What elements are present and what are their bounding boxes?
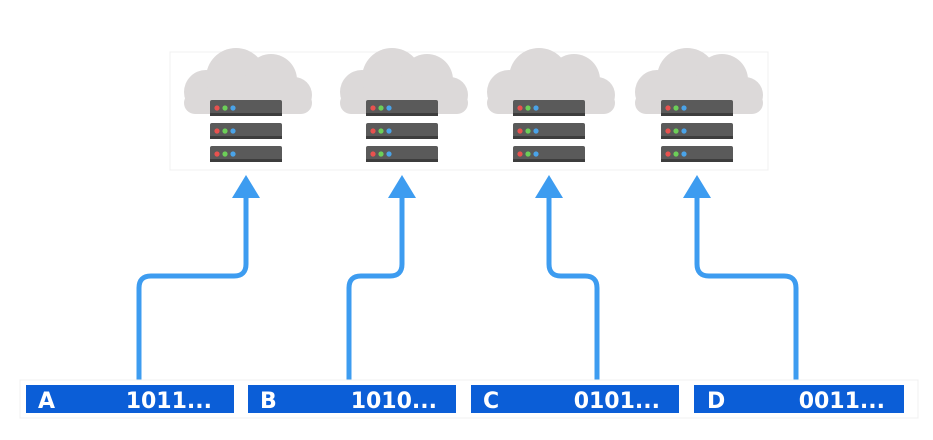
arrow-shard-c xyxy=(546,191,600,385)
arrow-up-icon xyxy=(232,175,260,198)
shard-label: A xyxy=(38,389,55,414)
routing-arrows xyxy=(136,191,799,385)
server-node-1 xyxy=(184,48,312,162)
server-node-3 xyxy=(487,48,615,162)
arrow-up-icon xyxy=(535,175,563,198)
shard-bits: 1011... xyxy=(126,389,212,414)
server-rack-icon xyxy=(210,100,282,162)
shard-label: B xyxy=(260,389,277,414)
arrow-up-icon xyxy=(388,175,416,198)
shard-b: B 1010... xyxy=(248,385,456,414)
shard-bar xyxy=(248,385,456,413)
arrow-shard-b xyxy=(346,191,405,385)
shard-bar xyxy=(694,385,904,413)
server-node-2 xyxy=(340,48,468,162)
shard-bar xyxy=(471,385,679,413)
shard-bar xyxy=(26,385,234,413)
server-rack-icon xyxy=(661,100,733,162)
server-rack-icon xyxy=(366,100,438,162)
arrow-shard-a xyxy=(136,191,249,385)
shard-bits: 0101... xyxy=(574,389,660,414)
server-rack-icon xyxy=(513,100,585,162)
shard-bits: 1010... xyxy=(351,389,437,414)
shard-c: C 0101... xyxy=(471,385,679,414)
arrow-up-icon xyxy=(683,175,711,198)
shard-a: A 1011... xyxy=(26,385,234,414)
shard-d: D 0011... xyxy=(694,385,904,414)
arrow-heads xyxy=(232,175,711,198)
cloud-icon xyxy=(340,48,468,114)
shard-label: C xyxy=(483,389,499,414)
shard-bits: 0011... xyxy=(799,389,885,414)
server-node-4 xyxy=(635,48,763,162)
arrow-shard-d xyxy=(694,191,799,385)
shard-label: D xyxy=(707,389,725,414)
